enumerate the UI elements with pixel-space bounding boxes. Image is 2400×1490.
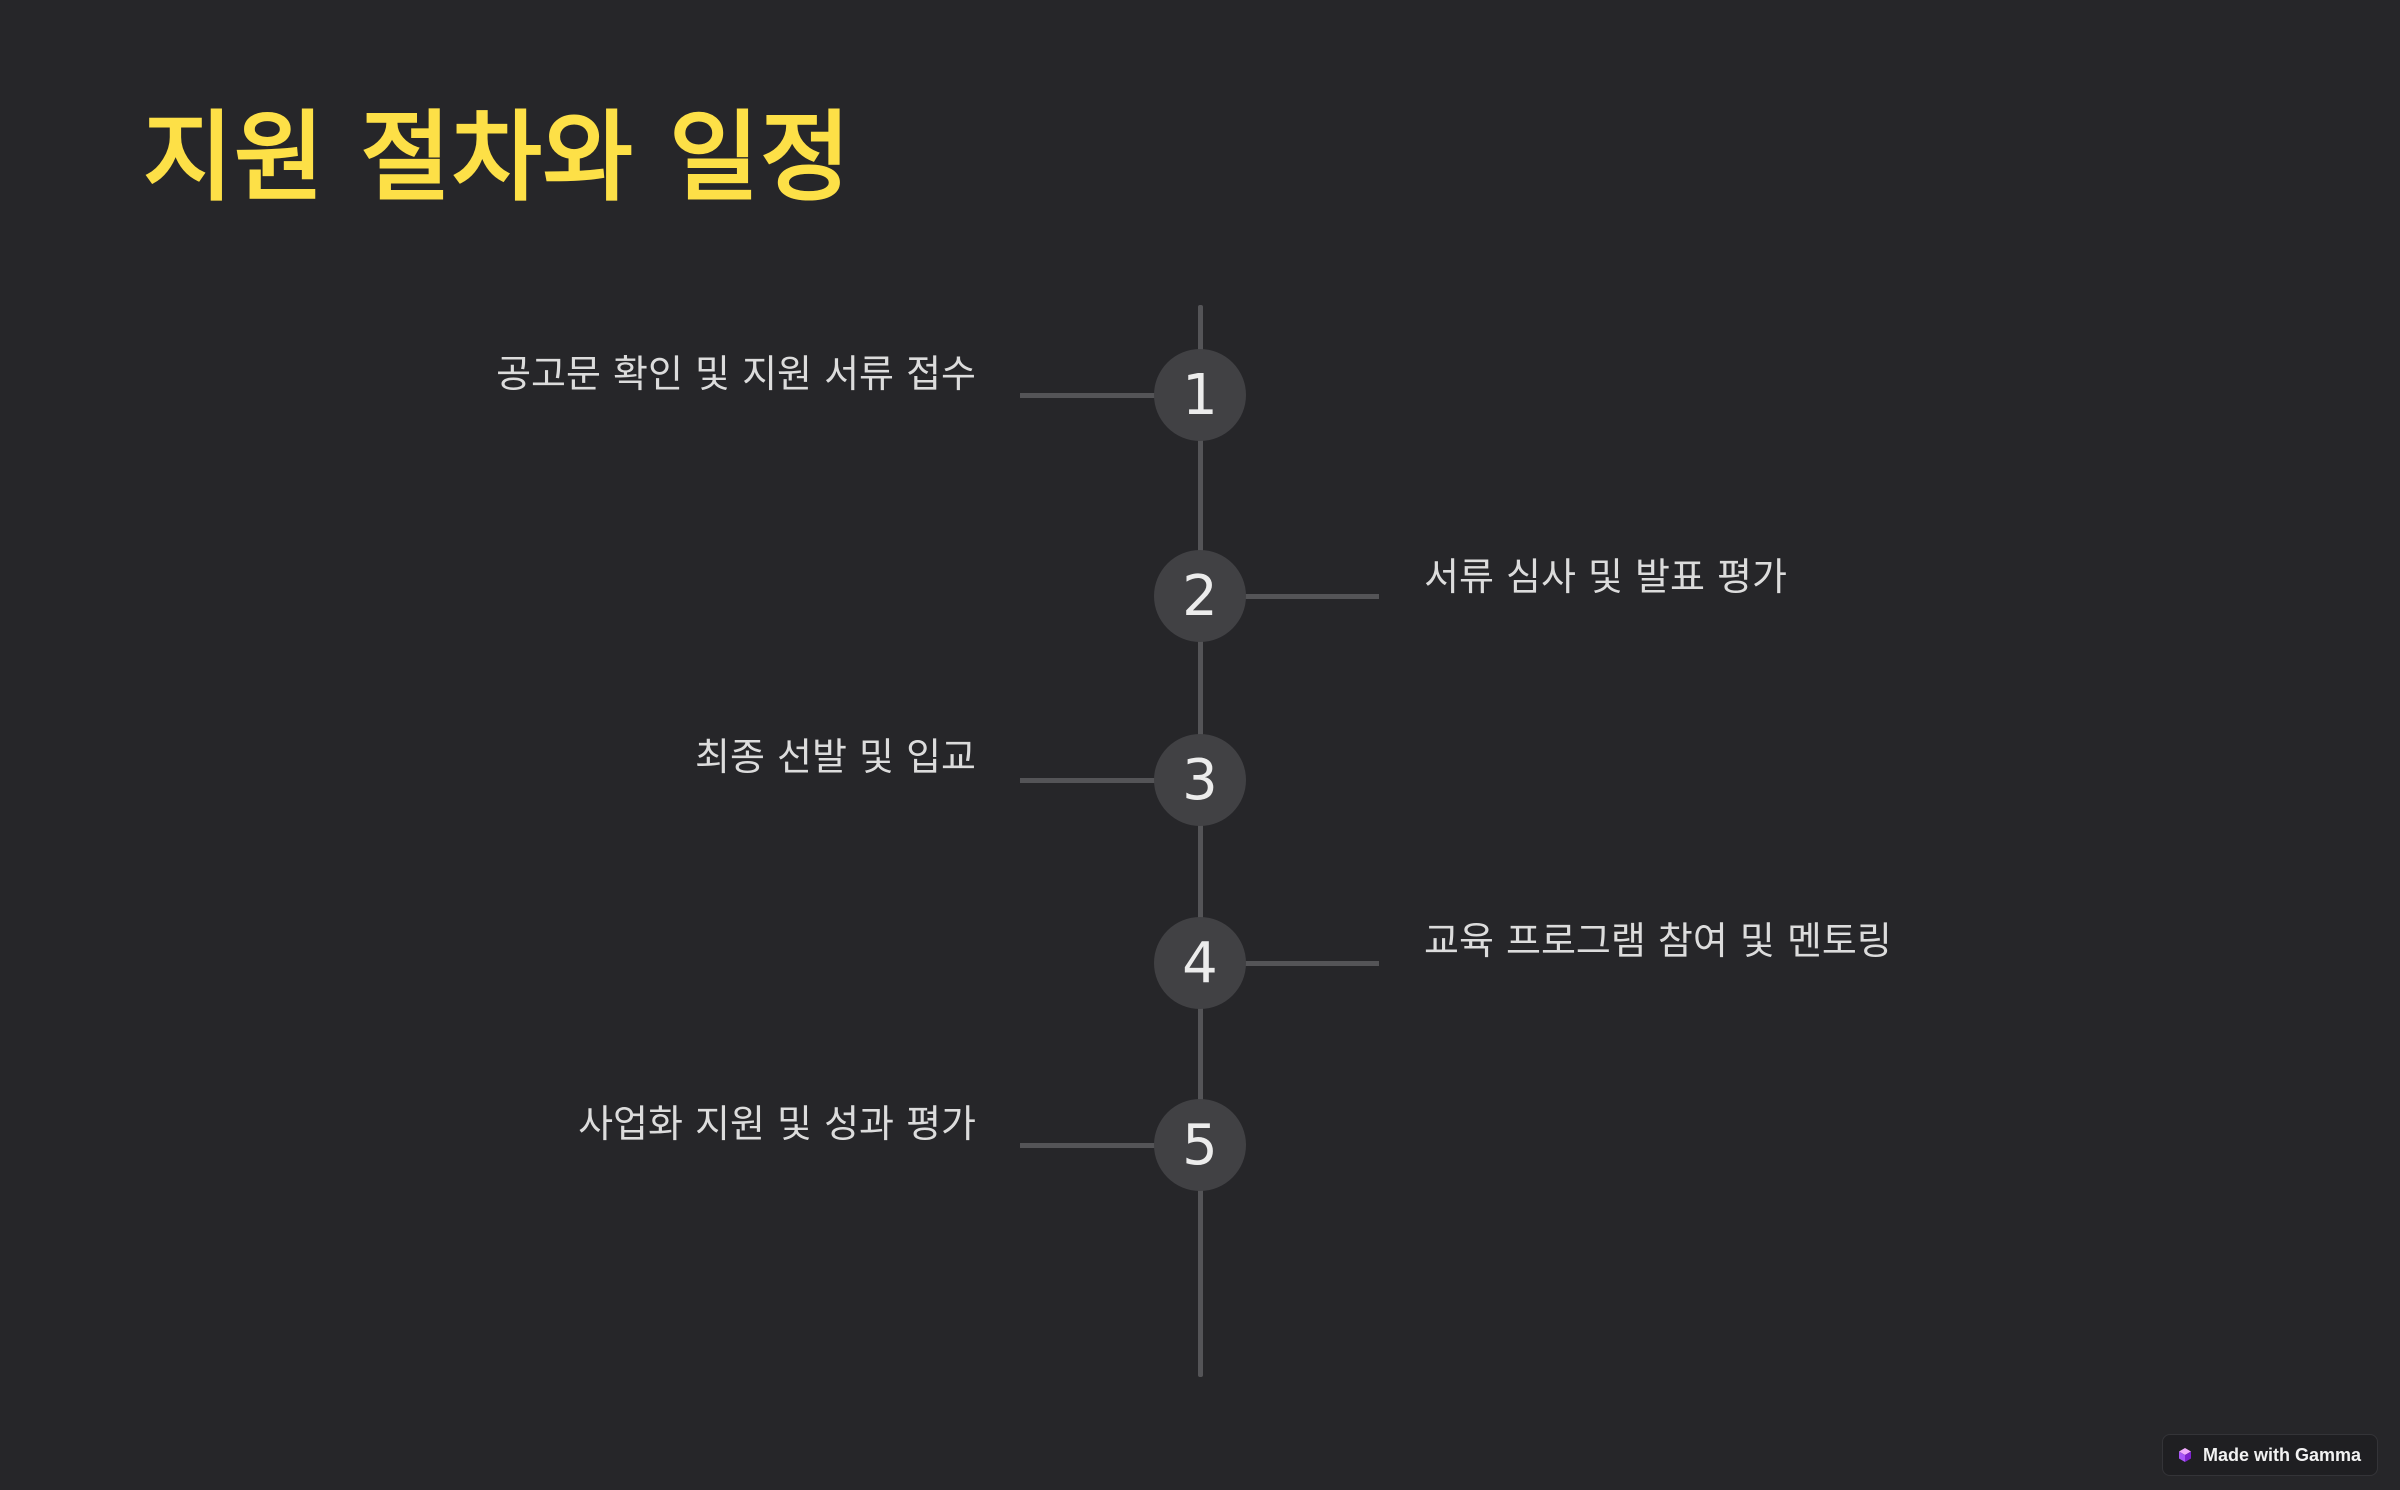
step-number-badge: 4	[1154, 917, 1246, 1009]
page-title: 지원 절차와 일정	[143, 101, 852, 215]
step-label: 교육 프로그램 참여 및 멘토링	[1424, 919, 1892, 963]
step-connector	[1243, 961, 1379, 966]
step-connector	[1020, 1143, 1156, 1148]
made-with-gamma-badge[interactable]: Made with Gamma	[2161, 1434, 2378, 1476]
step-label: 사업화 지원 및 성과 평가	[578, 1102, 976, 1146]
step-number-badge: 5	[1154, 1099, 1246, 1191]
step-connector	[1020, 393, 1156, 398]
step-label: 최종 선발 및 입교	[695, 735, 976, 779]
step-number-badge: 1	[1154, 349, 1246, 441]
step-label: 서류 심사 및 발표 평가	[1424, 555, 1787, 599]
step-label: 공고문 확인 및 지원 서류 접수	[496, 352, 976, 396]
step-number-badge: 2	[1154, 550, 1246, 642]
step-connector	[1020, 778, 1156, 783]
gamma-cube-icon	[2177, 1447, 2193, 1463]
step-connector	[1243, 594, 1379, 599]
timeline-spine	[1198, 305, 1203, 1377]
badge-label: Made with Gamma	[2202, 1444, 2361, 1465]
step-number-badge: 3	[1154, 734, 1246, 826]
